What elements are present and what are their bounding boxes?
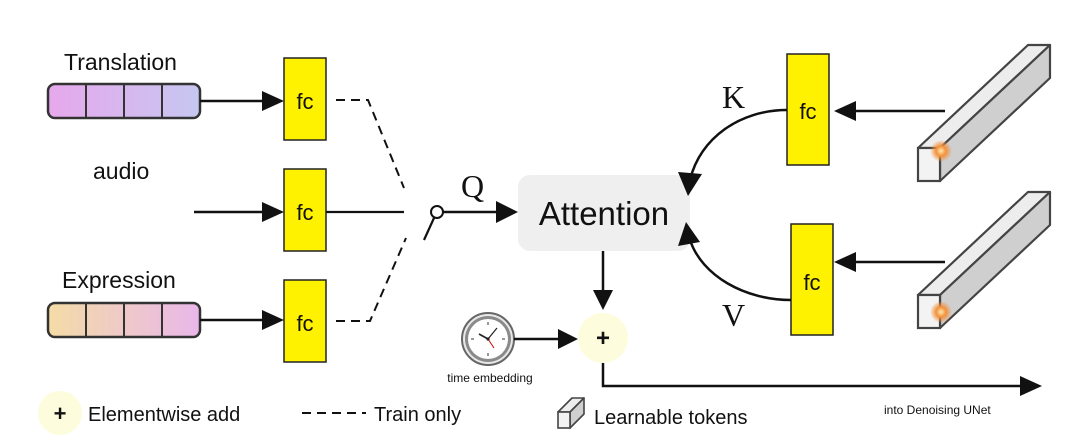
audio-label: audio (93, 158, 149, 184)
key-label: K (722, 79, 745, 115)
token-to-fc-value-arrowhead (834, 252, 856, 272)
fc-block-translation (283, 57, 327, 141)
add-node (578, 313, 628, 363)
expression-dashed-line (336, 237, 407, 322)
fc-label-value: fc (803, 270, 820, 295)
translation-embedding-bar (46, 82, 202, 120)
fc-label-audio: fc (296, 200, 313, 225)
legend-token-icon (557, 397, 585, 429)
value-label: V (722, 297, 745, 333)
fc-block-audio (283, 168, 327, 252)
expression-to-fc-arrowhead (262, 310, 284, 330)
legend-add-label: Elementwise add (88, 404, 240, 426)
clock-icon (461, 312, 515, 366)
attention-label: Attention (539, 195, 669, 232)
translation-dashed-line (336, 99, 405, 189)
learnable-token-key (916, 43, 1052, 183)
key-curve (688, 108, 788, 181)
expression-label: Expression (62, 267, 176, 293)
value-curve (688, 239, 792, 302)
fc-block-value (790, 223, 834, 336)
fc-label-expression: fc (296, 311, 313, 336)
attention-to-add-arrowhead (593, 290, 613, 310)
switch-lever (422, 217, 436, 241)
audio-waveform (51, 197, 193, 232)
translation-label: Translation (64, 49, 177, 75)
fc-block-key (786, 53, 830, 166)
query-label: Q (461, 168, 484, 204)
legend-tokens-label: Learnable tokens (594, 407, 747, 429)
legend-train-only-label: Train only (374, 404, 461, 426)
fc-block-expression (283, 279, 327, 363)
fc-label-key: fc (799, 99, 816, 124)
query-arrowhead (496, 201, 518, 223)
expression-embedding-bar (46, 301, 202, 339)
translation-to-fc-arrowhead (262, 91, 284, 111)
output-label: into Denoising UNet (884, 403, 991, 417)
fc-label-translation: fc (296, 89, 313, 114)
audio-to-fc-arrowhead (262, 202, 284, 222)
value-arrowhead (678, 222, 700, 246)
learnable-token-value (916, 190, 1052, 330)
time-embedding-label: time embedding (447, 371, 532, 385)
switch-node (430, 205, 444, 219)
key-arrowhead (678, 172, 702, 196)
add-node-symbol: + (596, 325, 610, 352)
time-to-add-arrowhead (558, 329, 578, 349)
output-arrowhead (1020, 376, 1042, 396)
legend-add-symbol: + (54, 401, 67, 426)
output-line (601, 363, 1028, 388)
token-to-fc-key-arrowhead (834, 101, 856, 121)
legend-add-icon (38, 391, 82, 435)
attention-block (518, 175, 690, 251)
